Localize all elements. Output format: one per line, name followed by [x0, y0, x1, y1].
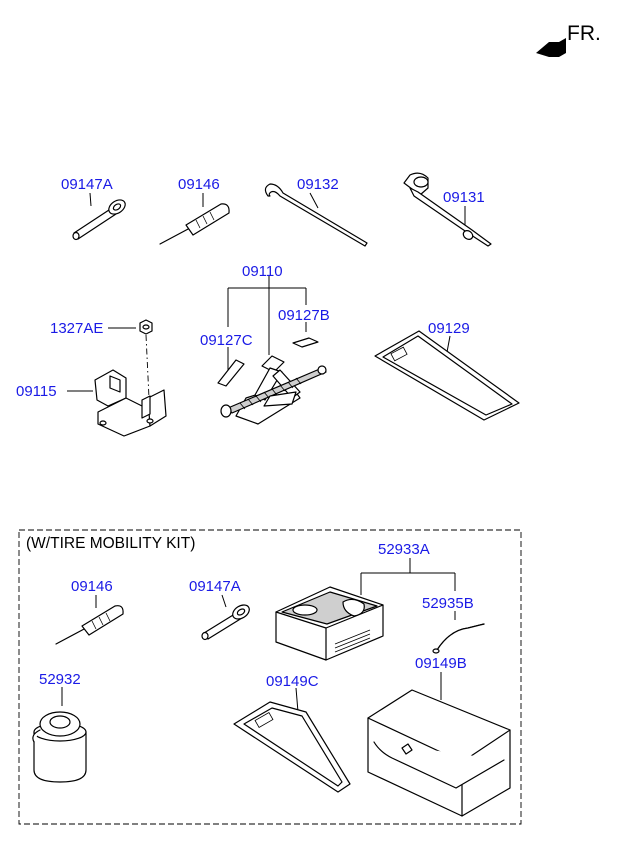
- tool-case-tray-icon[interactable]: [374, 330, 520, 421]
- callout-leader: [227, 276, 307, 370]
- callout-label: 09149C: [266, 673, 319, 690]
- callout-label: 09147A: [189, 578, 241, 595]
- air-compressor-icon[interactable]: [275, 586, 384, 661]
- callout-label: 52935B: [422, 595, 474, 612]
- wheel-lug-wrench-icon[interactable]: [403, 172, 492, 247]
- callout-label: 09149B: [415, 655, 467, 672]
- kit-tray-icon[interactable]: [233, 687, 351, 793]
- kit-case-icon[interactable]: [367, 672, 511, 817]
- label-sticker-icon[interactable]: [217, 337, 319, 387]
- front-orientation: FR.: [536, 22, 601, 57]
- callout-leader: [360, 558, 456, 595]
- callout-label: 09147A: [61, 176, 113, 193]
- callout-label: 09131: [443, 189, 485, 206]
- jack-handle-rod-icon[interactable]: [264, 183, 368, 247]
- towing-hook-eye-icon[interactable]: [72, 192, 128, 241]
- callout-label: 09146: [178, 176, 220, 193]
- kit-title: (W/TIRE MOBILITY KIT): [26, 535, 195, 552]
- scissor-jack-icon[interactable]: [220, 355, 327, 425]
- sealant-bottle-icon[interactable]: [32, 687, 87, 783]
- callout-label: 09129: [428, 320, 470, 337]
- hose-icon[interactable]: [432, 611, 485, 654]
- callout-label: 09115: [16, 383, 57, 400]
- callout-label: 09127C: [200, 332, 253, 349]
- front-label: FR.: [567, 22, 601, 45]
- front-arrow-icon: [536, 38, 566, 57]
- callout-label: 09110: [242, 263, 283, 280]
- callout-label: 52933A: [378, 541, 430, 558]
- callout-label: 09146: [71, 578, 113, 595]
- screwdriver-icon[interactable]: [159, 193, 230, 245]
- jack-holder-nut-icon[interactable]: [108, 319, 153, 399]
- callout-label: 52932: [39, 671, 81, 688]
- towing-hook-eye-icon[interactable]: [201, 594, 252, 641]
- screwdriver-icon[interactable]: [55, 595, 124, 645]
- callout-label: 1327AE: [50, 320, 103, 337]
- callout-label: 09132: [297, 176, 339, 193]
- kit-frame: [18, 529, 522, 825]
- jack-bracket-icon[interactable]: [67, 369, 167, 437]
- callout-label: 09127B: [278, 307, 330, 324]
